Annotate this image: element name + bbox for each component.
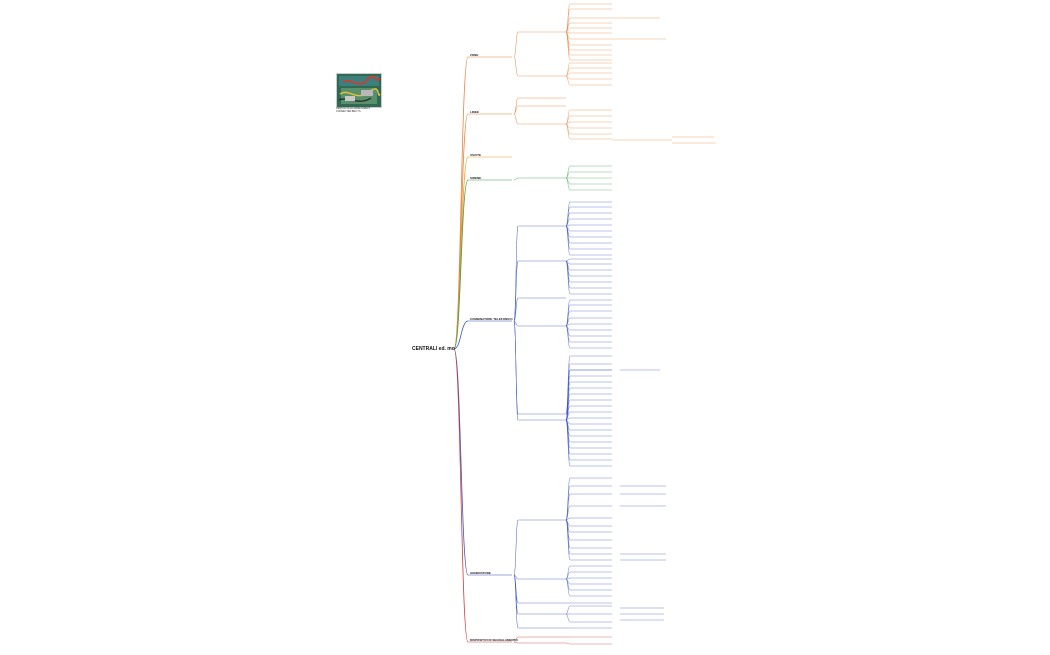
leaf-connector [565,177,571,191]
leaf-connector [565,225,571,256]
sub-connector [513,260,519,322]
leaf-connector [565,605,571,615]
leaf-connector [565,258,571,262]
leaf-connector [565,62,571,77]
leaf-connector [565,325,571,349]
leaf-connector [565,123,571,140]
leaf-connector [565,505,571,521]
sub-connector [513,97,519,115]
leaf-connector [565,419,571,467]
leaf-connector [565,304,571,327]
sub-connector [513,31,519,58]
branch-label-uscite[interactable]: USCITE [470,153,482,157]
sub-connector [513,320,519,421]
root-node[interactable]: CENTRALI ed. mo [412,346,455,352]
sub-connector [513,320,519,327]
sub-connector [513,574,519,615]
leaf-connector [565,8,571,33]
branch-label-zone[interactable]: ZONE [470,53,479,57]
leaf-connector [565,578,571,597]
central-unit-photo [336,73,382,108]
leaf-connector [565,165,571,179]
sub-connector [513,177,519,181]
photo-caption: CENTALI DI ALLARME DIRECT CONNECTED-BELT… [336,107,371,113]
sub-connector [513,297,519,322]
leaf-connector [565,260,571,295]
sub-connector [513,641,519,644]
sub-connector [513,113,519,125]
leaf-connector [565,613,571,623]
branch-label-sirene[interactable]: SIRENE [470,176,482,180]
branch-label-comb[interactable]: COMBINATORE TELEFONICO [470,317,513,321]
branch-connector [453,56,469,350]
leaf-connector [565,485,571,521]
branch-connector [453,179,469,350]
branch-label-linee[interactable]: LINEE [470,110,479,114]
branch-connector [453,320,469,350]
leaf-connector [565,493,571,521]
branch-label-gen[interactable]: GENERATORE [470,571,491,575]
leaf-connector [565,642,571,645]
branch-connector [453,348,469,643]
sub-connector [513,105,519,115]
leaf-connector [565,225,571,250]
branch-connector [453,348,469,576]
branch-connector [453,113,469,350]
sub-connector [513,225,519,322]
sub-connector [513,56,519,77]
leaf-connector [565,31,571,61]
leaf-connector [565,519,571,561]
sub-connector [513,574,519,580]
branch-label-dispositivi[interactable]: DISPOSITIVI DI SEGNALAMENTO [470,638,518,642]
sub-connector [513,519,519,576]
leaf-connector [565,75,571,86]
sub-connector [513,574,519,629]
